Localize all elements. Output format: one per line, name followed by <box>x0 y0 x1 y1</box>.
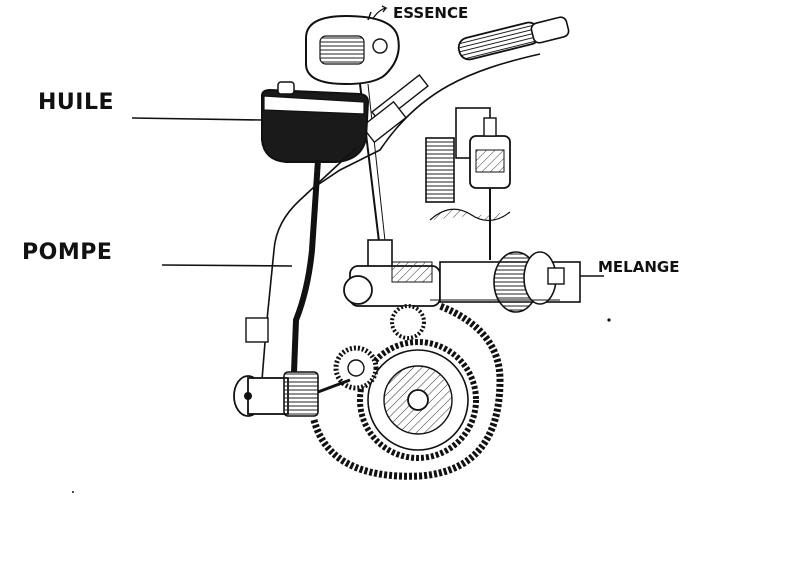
oil-tank <box>261 81 370 163</box>
throttle-grip <box>457 16 570 61</box>
throttle-cable <box>315 53 541 187</box>
drive-belt <box>310 302 504 480</box>
huile-leader-line <box>131 117 263 121</box>
main-gear <box>357 339 479 461</box>
small-gear <box>333 304 426 391</box>
pompe-leader-line <box>161 264 293 267</box>
line-clip <box>245 317 269 343</box>
pompe-label: POMPE <box>22 240 113 265</box>
essence-label: ESSENCE <box>393 4 469 22</box>
huile-label: HUILE <box>38 90 115 115</box>
cylinder <box>425 107 511 260</box>
carburettor <box>343 239 441 307</box>
melange-label: MELANGE <box>598 258 680 276</box>
fuel-tank <box>305 11 400 86</box>
oil-feed-line <box>291 159 321 373</box>
crankcase <box>430 251 581 313</box>
oil-pump <box>233 371 351 417</box>
oil-return-line <box>261 147 357 381</box>
